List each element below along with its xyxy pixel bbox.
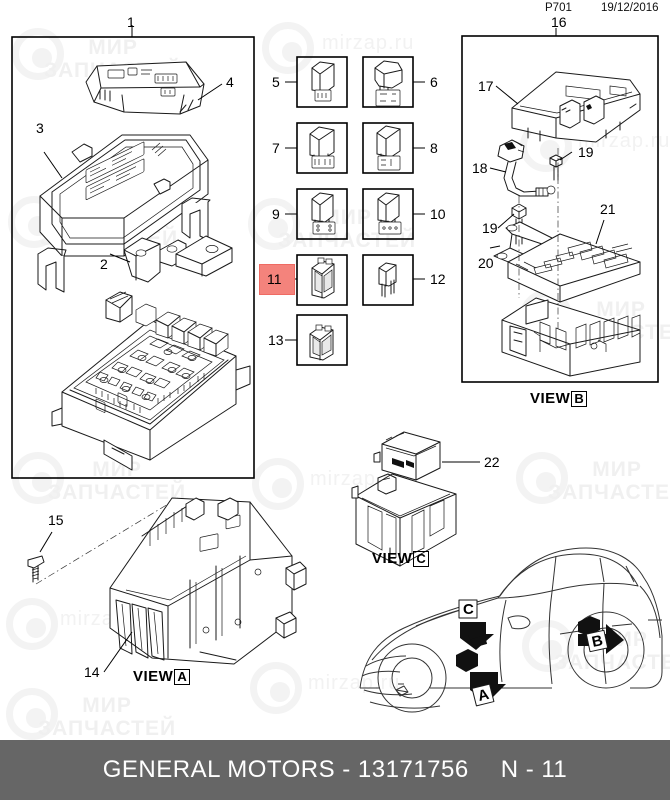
catalog-code: P701	[545, 2, 572, 14]
callout-5[interactable]: 5	[272, 74, 280, 90]
part-14-housing	[109, 497, 307, 665]
part-18-cable	[497, 139, 556, 197]
assembly-axis-a	[35, 497, 179, 585]
car-marker-b	[578, 616, 624, 654]
callout-16[interactable]: 16	[551, 14, 567, 30]
callout-20[interactable]: 20	[478, 255, 494, 271]
view-label-b-word: VIEW	[530, 390, 571, 407]
leader-2	[109, 253, 131, 263]
footer-part-number: GENERAL MOTORS - 13171756	[102, 756, 469, 783]
leader-19a	[559, 151, 573, 161]
callout-13[interactable]: 13	[268, 332, 284, 348]
relay-box-7[interactable]	[296, 122, 348, 174]
callout-6[interactable]: 6	[430, 74, 438, 90]
leader-4	[197, 83, 223, 101]
view-c-housing	[351, 473, 457, 567]
footer-bar: GENERAL MOTORS - 13171756 N - 11	[0, 740, 670, 800]
part-3-cover	[37, 134, 211, 293]
leader-3	[43, 151, 63, 179]
callout-17[interactable]: 17	[478, 78, 494, 94]
fuse-box-11[interactable]	[296, 254, 348, 306]
callout-19-upper[interactable]: 19	[578, 144, 594, 160]
group-box-1	[11, 36, 255, 479]
selected-callout-highlight[interactable]	[259, 264, 295, 295]
leader-15	[39, 531, 53, 553]
callout-21[interactable]: 21	[600, 201, 616, 217]
leader-17	[495, 85, 519, 105]
part-17-tray	[511, 71, 641, 143]
view-b-housing	[501, 297, 641, 377]
car-marker-a	[456, 649, 506, 707]
relay-box-9[interactable]	[296, 188, 348, 240]
callout-19-lower[interactable]: 19	[482, 220, 498, 236]
leader-14	[103, 631, 133, 673]
view-label-b-letter: B	[571, 391, 588, 407]
callout-11[interactable]: 11	[267, 271, 282, 287]
fuse-box-13[interactable]	[296, 314, 348, 366]
part-21-busbar	[507, 233, 641, 303]
vehicle-illustration	[359, 547, 663, 713]
callout-14[interactable]: 14	[84, 664, 100, 680]
relay-box-10[interactable]	[362, 188, 414, 240]
callout-9[interactable]: 9	[272, 206, 280, 222]
view-label-c-word: VIEW	[372, 550, 413, 567]
mini-fuse-12[interactable]	[362, 254, 414, 306]
callout-8[interactable]: 8	[430, 140, 438, 156]
view-b-box	[461, 35, 659, 383]
view-label-a-letter: A	[174, 669, 191, 685]
catalog-date: 19/12/2016	[601, 2, 659, 14]
relay-box-8[interactable]	[362, 122, 414, 174]
callout-7[interactable]: 7	[272, 140, 280, 156]
relay-box-6[interactable]	[362, 56, 414, 108]
callout-12[interactable]: 12	[430, 271, 446, 287]
car-marker-c	[458, 599, 494, 650]
leader-21	[595, 219, 605, 245]
callout-4[interactable]: 4	[226, 74, 234, 90]
callout-22[interactable]: 22	[484, 454, 500, 470]
callout-18[interactable]: 18	[472, 160, 488, 176]
leader-20	[489, 245, 501, 249]
part-4-cover	[85, 61, 205, 115]
callout-1[interactable]: 1	[127, 14, 135, 30]
footer-page-ref: N - 11	[500, 756, 568, 783]
callout-2[interactable]: 2	[100, 256, 108, 272]
part-15-screw	[27, 555, 45, 583]
view-label-a-word: VIEW	[133, 668, 174, 685]
part-19-nut-upper	[549, 154, 563, 181]
car-marker-label-c: C	[463, 601, 474, 618]
relay-box-5[interactable]	[296, 56, 348, 108]
leader-19b	[497, 213, 515, 229]
part-22-module	[373, 431, 441, 481]
part-2-bracket	[123, 235, 233, 283]
fuse-box-assembly	[51, 291, 251, 471]
callout-3[interactable]: 3	[36, 120, 44, 136]
leader-18	[489, 167, 507, 173]
view-label-c-letter: C	[413, 551, 430, 567]
callout-10[interactable]: 10	[430, 206, 446, 222]
callout-15[interactable]: 15	[48, 512, 64, 528]
